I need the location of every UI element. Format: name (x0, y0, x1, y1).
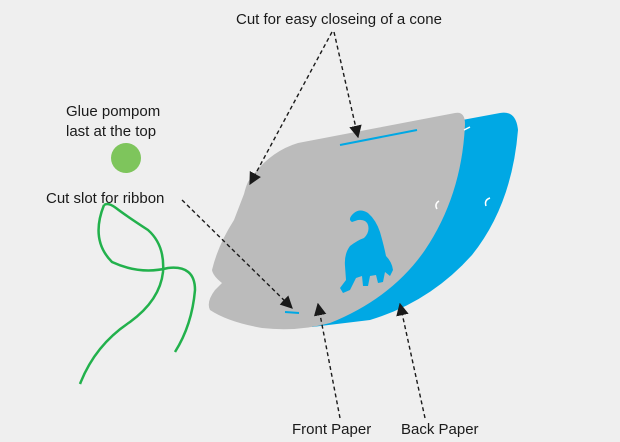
pompom-icon (111, 143, 141, 173)
ribbon-curve-1 (97, 204, 197, 353)
cone-edge-cut (463, 126, 471, 131)
front-paper-shape (208, 112, 465, 330)
arrow-front-paper (313, 302, 341, 419)
arrow-cone-right (333, 31, 362, 139)
arrow-back-paper (396, 302, 426, 419)
ribbon-curve-2 (78, 202, 165, 385)
arrow-ribbon-slot (181, 199, 293, 309)
cone-cut-line (339, 129, 418, 146)
ribbon-slot-line (284, 311, 300, 314)
label-front-paper: Front Paper (292, 421, 372, 438)
label-glue-line-1: Glue pompom (66, 103, 161, 120)
label-glue-line-2: last at the top (66, 123, 157, 140)
back-paper-slot-left (435, 200, 440, 210)
label-cut-cone: Cut for easy closeing of a cone (236, 11, 442, 28)
dinosaur-icon (340, 210, 393, 293)
arrow-cone-left (249, 31, 333, 186)
back-paper-slot-right (484, 197, 491, 207)
label-back-paper: Back Paper (401, 421, 479, 438)
label-cut-slot: Cut slot for ribbon (46, 190, 165, 207)
label-glue-pompom: Glue pompom last at the top (66, 102, 160, 142)
